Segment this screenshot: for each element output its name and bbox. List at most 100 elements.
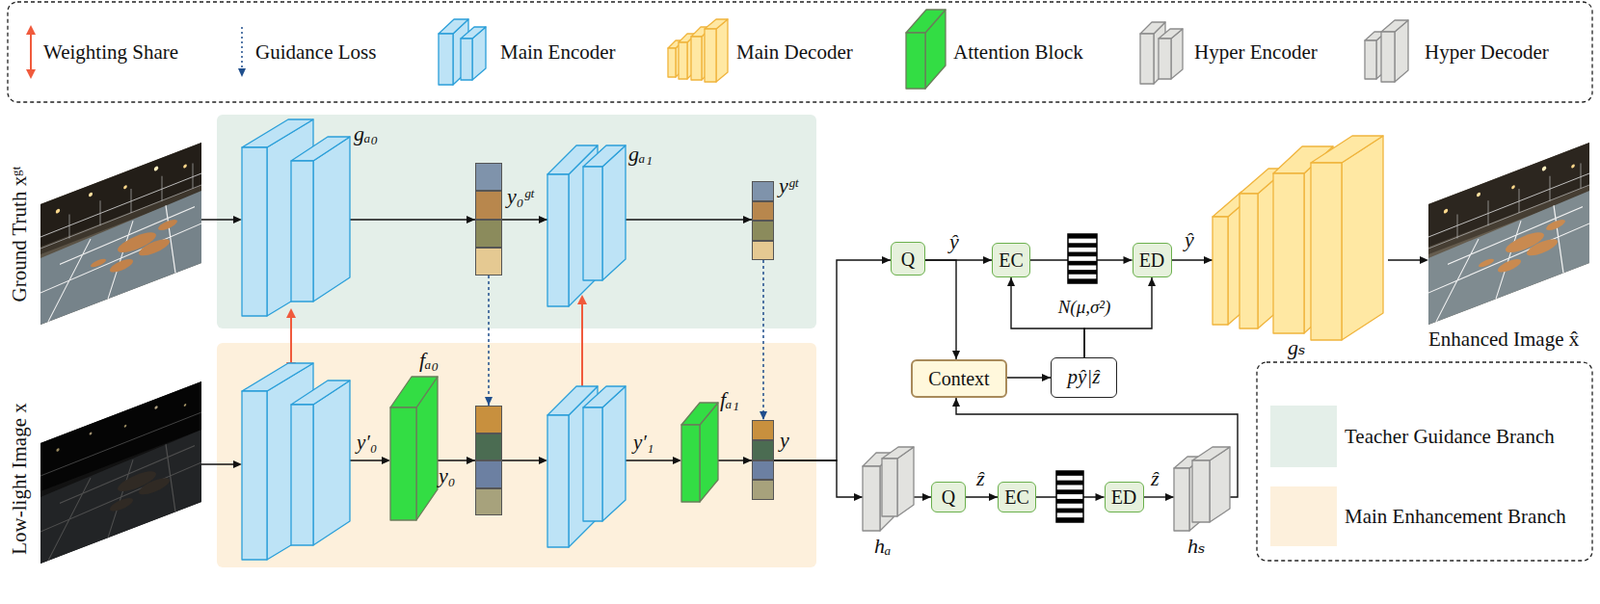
bitstream-bar	[1056, 499, 1084, 505]
slab-top	[390, 376, 438, 408]
slab-front	[1173, 468, 1190, 532]
slab-side	[602, 386, 626, 522]
enhanced-photo	[1476, 191, 1481, 198]
slab-top	[241, 363, 314, 392]
arrow-head	[983, 256, 992, 265]
arrow-head	[484, 397, 493, 406]
connector	[437, 456, 476, 465]
arrow-head	[1123, 256, 1133, 265]
slab-front	[681, 425, 700, 503]
node-label: Context	[928, 368, 989, 390]
ground-truth-photo	[123, 185, 128, 190]
latent-cell	[751, 201, 774, 222]
enhanced-photo	[1571, 163, 1575, 169]
block-outline	[390, 376, 438, 521]
bitstream-bar	[1056, 480, 1084, 486]
connector-line	[1084, 277, 1152, 358]
flow-arrow	[233, 215, 242, 224]
bitstream-bar	[1056, 471, 1084, 477]
slab-front	[583, 407, 603, 522]
annotation-label: y′₁	[633, 430, 654, 454]
slab-side	[313, 136, 350, 302]
enhanced-photo	[1497, 256, 1521, 275]
connector	[718, 456, 752, 465]
latent-cell	[475, 162, 503, 191]
latent-stack: y₀	[475, 405, 503, 516]
connector	[1007, 373, 1051, 382]
flow-arrow	[201, 218, 236, 220]
edge-label: ŷ	[1184, 227, 1195, 252]
slab-front	[881, 458, 898, 517]
connector-line	[773, 460, 863, 498]
connector	[502, 215, 548, 224]
legend-swatch	[1140, 22, 1183, 84]
latent-cell	[475, 247, 503, 276]
slab-top	[460, 26, 486, 39]
bitstream-symbol	[1056, 471, 1084, 523]
connector	[773, 460, 863, 502]
low-light-photo	[184, 403, 187, 408]
low-light-photo	[109, 462, 170, 515]
flow-arrow	[233, 460, 242, 469]
low-light-photo	[55, 448, 59, 453]
slab-front	[906, 32, 926, 89]
slab-top	[583, 145, 626, 167]
latent-stack: y	[751, 420, 774, 501]
arrow-head	[881, 256, 891, 265]
guidance-loss-icon	[238, 26, 246, 78]
latent-cell	[475, 433, 503, 462]
legend-swatch	[667, 19, 728, 82]
legend-swatch	[1270, 405, 1337, 468]
slab-side	[716, 19, 728, 82]
slab-front	[1192, 460, 1210, 523]
enhanced-photo	[1443, 208, 1448, 214]
legend-frame	[7, 1, 1593, 103]
slab-top	[881, 447, 914, 459]
connector-line	[349, 218, 476, 220]
node-label: Q	[941, 486, 956, 508]
hyper-decoder-block: hₛ	[1173, 447, 1230, 532]
ground-truth-photo	[90, 257, 107, 269]
weighting-share-icon	[29, 32, 32, 72]
slab-front	[547, 415, 569, 548]
slab-top	[1140, 22, 1166, 34]
legend-text: Hyper Encoder	[1194, 40, 1318, 64]
slab-front	[1140, 33, 1154, 84]
arrow-head	[743, 215, 752, 224]
ground-truth-photo	[109, 256, 134, 275]
slab-side	[602, 145, 626, 281]
low-light-photo	[89, 431, 93, 436]
connector-line	[925, 260, 957, 360]
main-encoder-shape	[547, 386, 626, 548]
ground-truth-photo	[40, 142, 202, 325]
bitstream-symbol	[1067, 234, 1097, 284]
ground-truth-photo	[40, 142, 202, 325]
slab-side	[266, 363, 314, 560]
edge-label: ẑ	[1150, 466, 1160, 491]
connector	[913, 493, 932, 502]
low-light-photo	[40, 430, 202, 564]
arrow-head	[952, 398, 960, 407]
arrow-head	[988, 493, 998, 502]
latent-cell	[751, 480, 774, 501]
slab-front	[1381, 31, 1395, 82]
node-label: EC	[1004, 486, 1030, 508]
legend-text: Main Decoder	[736, 40, 854, 64]
enhanced-photo	[1428, 190, 1590, 325]
entropy-coder-box: EC	[991, 242, 1031, 278]
slab-front	[862, 466, 880, 532]
node-label: fₐ₀	[419, 347, 439, 373]
arrow-head	[759, 411, 768, 421]
node-label: gₛ	[1287, 335, 1306, 360]
node-label: ED	[1111, 486, 1138, 508]
block-outline	[862, 447, 914, 532]
node-label: y₀	[438, 463, 455, 488]
legend-text: Attention Block	[953, 40, 1084, 64]
annotation-label: Enhanced Image x̂	[1428, 327, 1579, 351]
slab-top	[1310, 135, 1384, 163]
decoder-block: gₛ	[1212, 135, 1384, 341]
slab-front	[1273, 173, 1305, 334]
arrow-head	[1095, 493, 1105, 502]
bitstream-bar	[1067, 278, 1097, 284]
guidance-loss-icon	[238, 68, 246, 78]
